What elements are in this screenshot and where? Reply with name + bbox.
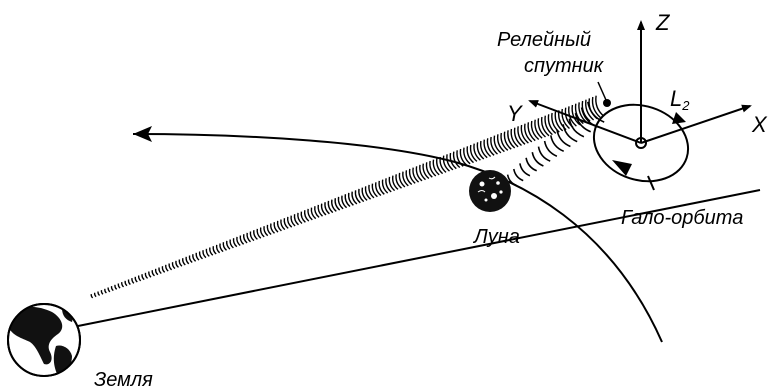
radio-wave-arc xyxy=(223,242,226,250)
l2-label-subscript: 2 xyxy=(681,98,690,113)
halo-tick xyxy=(648,176,654,190)
radio-wave-arc xyxy=(105,289,107,293)
radio-wave-arc xyxy=(142,274,144,279)
radio-wave-arc xyxy=(98,292,100,296)
radio-wave-arc xyxy=(203,250,206,258)
radio-wave-arc xyxy=(206,249,209,257)
halo-orbit-label: Гало-орбита xyxy=(621,207,743,229)
relay-satellite-label-line2: спутник xyxy=(524,55,605,77)
radio-wave-arc xyxy=(200,252,203,259)
relay-satellite-label-line1: Релейный xyxy=(497,29,591,51)
radio-wave-arc xyxy=(139,276,141,281)
radio-wave-arc xyxy=(173,262,176,268)
relay-satellite xyxy=(603,99,611,107)
moon-orbit-curve xyxy=(133,134,662,342)
radio-wave-arc xyxy=(514,169,523,181)
radio-wave-arc xyxy=(196,253,199,260)
radio-wave-arc xyxy=(162,266,164,272)
radio-wave-arc xyxy=(91,294,92,298)
radio-wave-arc xyxy=(108,288,110,292)
radio-wave-arc xyxy=(95,293,96,297)
radio-wave-arc xyxy=(101,290,103,294)
radio-wave-arc xyxy=(115,285,117,290)
radio-wave-arc xyxy=(551,135,564,151)
radio-wave-arc xyxy=(118,284,120,289)
radio-wave-arc xyxy=(179,260,182,267)
radio-wave-arc xyxy=(129,280,131,285)
radio-wave-arc xyxy=(227,241,230,249)
radio-wave-arc xyxy=(563,124,577,141)
halo-orbit-direction-arrow xyxy=(612,160,632,176)
radio-wave-arc xyxy=(159,268,161,274)
l2-label: L2 xyxy=(670,86,690,113)
radio-wave-arc xyxy=(176,261,179,268)
l2-label-main: L xyxy=(670,86,682,111)
radio-wave-arc xyxy=(183,258,186,265)
radio-wave-arc xyxy=(169,264,171,270)
radio-wave-arc xyxy=(125,281,127,286)
radio-wave-arc xyxy=(210,248,213,256)
radio-wave-arc xyxy=(145,273,147,279)
relay-to-earth-waves xyxy=(91,96,604,298)
radio-wave-arc xyxy=(156,269,158,275)
radio-wave-arc xyxy=(193,254,196,261)
radio-wave-arc xyxy=(122,282,124,287)
x-axis xyxy=(641,106,750,143)
radio-wave-arc xyxy=(189,256,192,263)
radio-wave-arc xyxy=(213,246,216,254)
radio-wave-arc xyxy=(112,286,114,291)
halo-orbit-top-arrow xyxy=(672,112,686,124)
z-axis-label: Z xyxy=(655,10,671,35)
moon-disc-icon xyxy=(469,170,511,212)
earth-label: Земля xyxy=(94,369,153,389)
radio-wave-arc xyxy=(217,245,220,253)
radio-wave-arc xyxy=(149,272,151,278)
relay-satellite-pointer xyxy=(598,82,606,100)
y-axis-label: Y xyxy=(507,101,523,126)
radio-wave-arc xyxy=(135,277,137,282)
radio-wave-arc xyxy=(545,141,557,156)
radio-wave-arc xyxy=(220,244,223,252)
moon-label: Луна xyxy=(472,226,520,248)
x-axis-label: X xyxy=(751,112,768,137)
radio-wave-arc xyxy=(132,278,134,283)
radio-wave-arc xyxy=(186,257,189,264)
radio-wave-arc xyxy=(152,270,154,276)
radio-wave-arc xyxy=(166,265,168,271)
earth-globe-icon xyxy=(8,304,80,376)
